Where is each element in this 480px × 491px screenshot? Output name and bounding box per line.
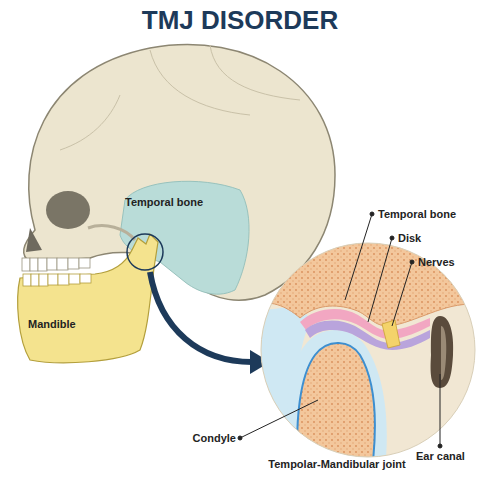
- part-label: Disk: [398, 232, 421, 245]
- part-label: Condyle: [193, 432, 236, 445]
- part-label: Ear canal: [416, 450, 465, 463]
- zoom-arrow: [150, 272, 252, 362]
- diagram-title: TMJ DISORDER: [0, 4, 480, 36]
- joint-closeup: [255, 230, 480, 470]
- part-label: Nerves: [418, 256, 455, 269]
- focus-circle: [127, 234, 163, 270]
- part-label: Mandible: [28, 318, 76, 331]
- part-label: Tempolar-Mandibular joint: [262, 458, 412, 471]
- skull: [22, 45, 335, 301]
- mandible: [18, 234, 158, 363]
- part-label: Temporal bone: [125, 196, 203, 209]
- leader-lines: [238, 212, 442, 448]
- part-label: Temporal bone: [378, 208, 456, 221]
